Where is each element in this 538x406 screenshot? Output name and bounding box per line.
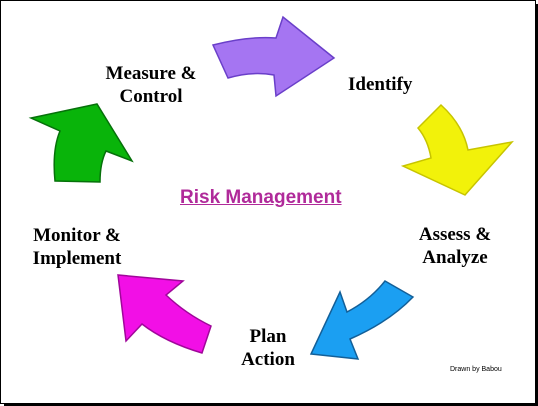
step-label-plan: Plan Action [228,325,308,371]
step-label-measure: Measure & Control [96,62,206,108]
step-label-assess: Assess & Analyze [410,223,500,269]
step-monitor-line1: Monitor & [33,225,121,246]
step-monitor-line2: Implement [32,248,122,269]
step-assess-line2: Analyze [422,247,488,268]
step-identify-line1: Identify [348,74,413,95]
frame-shadow-bottom [4,403,538,406]
frame-shadow-right [535,4,538,406]
arrow-identify [211,15,336,98]
arrow-plan [309,280,415,360]
arrow-assess [400,103,515,196]
step-label-identify: Identify [348,73,412,96]
arrow-monitor [117,274,212,354]
step-measure-line1: Measure & [105,63,197,84]
author-credit: Drawn by Babou [450,366,502,373]
step-assess-line1: Assess & [418,224,492,245]
arrow-measure [28,103,134,183]
step-measure-line2: Control [119,86,183,107]
step-plan-line1: Plan [249,326,287,347]
step-label-monitor: Monitor & Implement [22,224,132,270]
step-plan-line2: Action [241,349,295,370]
diagram-title: Risk Management [180,187,342,208]
